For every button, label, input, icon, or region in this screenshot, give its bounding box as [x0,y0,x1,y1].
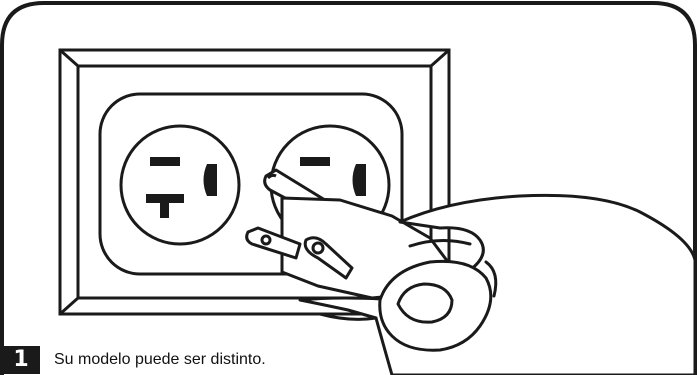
left-slot-short-top [150,157,180,166]
left-ground-hole [204,164,218,196]
step-caption: Su modelo puede ser distinto. [54,346,266,374]
thumbnail [398,284,452,322]
right-slot-short-top [300,157,330,166]
left-receptacle [121,126,239,244]
right-ground-hole [353,164,367,196]
left-t-slot-stem [160,194,169,218]
step-number-badge: 1 [2,346,40,374]
